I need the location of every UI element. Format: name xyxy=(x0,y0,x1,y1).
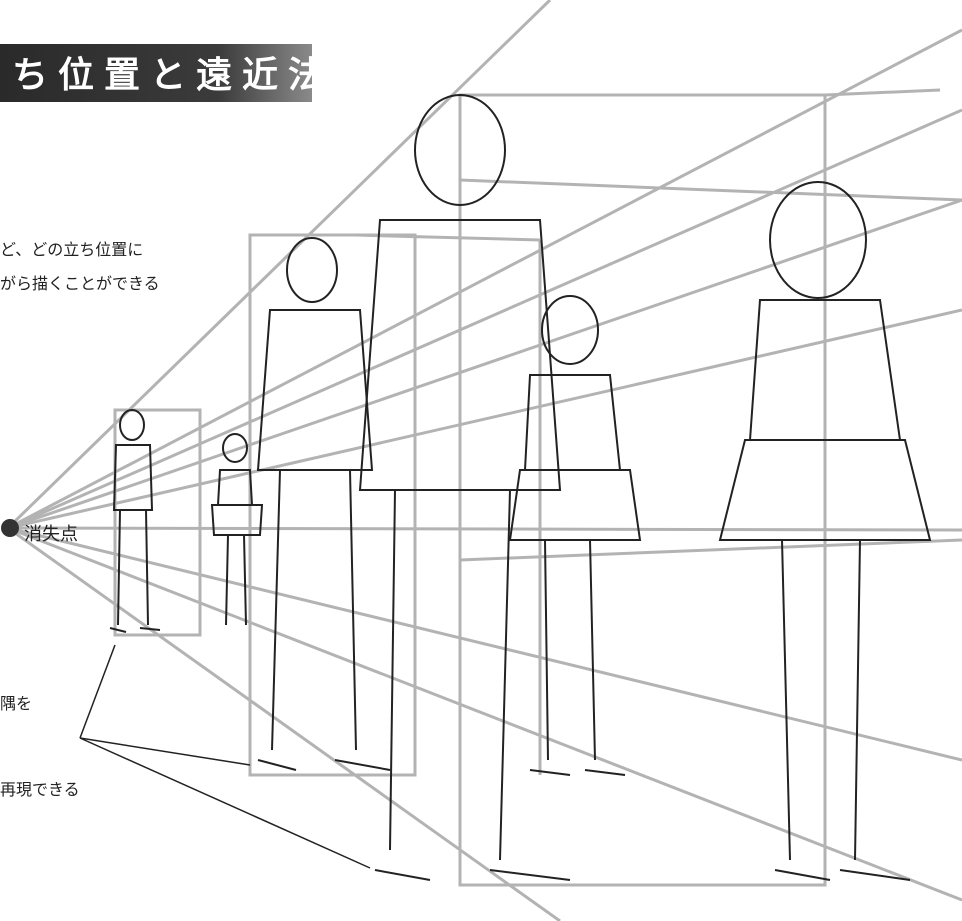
title-banner xyxy=(0,44,312,102)
page-title: ち位置と遠近法 xyxy=(12,54,335,96)
intro-line-1: ど、どの立ち位置に xyxy=(0,240,144,259)
figure-boy-far xyxy=(109,409,161,633)
vanishing-point-label: 消失点 xyxy=(24,524,78,545)
intro-line-2: がら描くことができる xyxy=(0,274,160,293)
vanishing-point-dot xyxy=(1,519,19,537)
perspective-guides xyxy=(6,0,962,921)
annotation-arrows xyxy=(79,644,371,869)
figure-boy-mid xyxy=(256,237,391,771)
note-line-2: 再現できる xyxy=(0,780,80,799)
figure-girl-mid xyxy=(508,295,642,776)
figures xyxy=(109,94,932,881)
figure-girl-near xyxy=(718,181,932,881)
note-line-1: 隅を xyxy=(0,694,33,713)
figure-girl-far xyxy=(210,433,264,626)
figure-boy-near xyxy=(358,94,571,881)
